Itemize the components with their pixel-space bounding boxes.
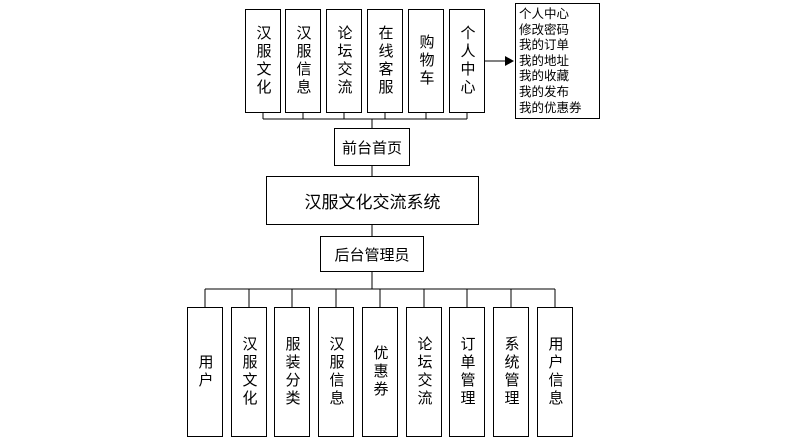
list-item: 我的订单	[519, 37, 570, 53]
front-module-han-info: 汉服信息	[285, 9, 321, 113]
front-module-personal-center: 个人中心	[449, 9, 485, 113]
personal-center-list: 个人中心 修改密码 我的订单 我的地址 我的收藏 我的发布 我的优惠券	[515, 3, 600, 119]
node-label: 前台首页	[341, 138, 402, 157]
module-label: 购物车	[417, 34, 436, 88]
back-module-han-info: 汉服信息	[318, 307, 354, 437]
module-label: 在线客服	[376, 25, 395, 97]
backend-admin-node: 后台管理员	[320, 236, 424, 272]
back-module-system-management: 系统管理	[493, 307, 529, 437]
module-label: 订单管理	[458, 336, 477, 408]
back-module-coupon: 优惠券	[362, 307, 398, 437]
module-label: 论坛交流	[415, 336, 434, 408]
back-module-order-management: 订单管理	[449, 307, 485, 437]
list-item: 修改密码	[519, 21, 570, 37]
back-module-han-culture: 汉服文化	[231, 307, 267, 437]
module-label: 用户信息	[546, 336, 565, 408]
back-module-user-info: 用户信息	[537, 307, 573, 437]
module-label: 汉服信息	[294, 25, 313, 97]
module-label: 汉服文化	[240, 336, 259, 408]
module-label: 优惠券	[371, 345, 390, 399]
module-label: 服装分类	[283, 336, 302, 408]
system-title: 汉服文化交流系统	[304, 193, 441, 213]
module-label: 汉服信息	[327, 336, 346, 408]
module-label: 用户	[196, 354, 215, 390]
frontend-home-node: 前台首页	[334, 128, 410, 166]
module-label: 个人中心	[458, 25, 477, 97]
list-item: 个人中心	[519, 6, 570, 21]
system-node: 汉服文化交流系统	[266, 176, 479, 225]
back-module-forum: 论坛交流	[406, 307, 442, 437]
front-module-han-culture: 汉服文化	[245, 9, 281, 113]
front-module-online-service: 在线客服	[367, 9, 403, 113]
list-item: 我的收藏	[519, 68, 570, 84]
node-label: 后台管理员	[334, 245, 410, 264]
list-item: 我的地址	[519, 52, 570, 68]
front-module-forum: 论坛交流	[326, 9, 362, 113]
front-module-cart: 购物车	[408, 9, 444, 113]
module-label: 论坛交流	[335, 25, 354, 97]
module-label: 汉服文化	[254, 25, 273, 97]
back-module-user: 用户	[187, 307, 223, 437]
list-item: 我的发布	[519, 83, 570, 99]
module-label: 系统管理	[502, 336, 521, 408]
arrow-head-icon	[505, 56, 514, 66]
list-item: 我的优惠券	[519, 99, 582, 115]
back-module-clothing-category: 服装分类	[274, 307, 310, 437]
